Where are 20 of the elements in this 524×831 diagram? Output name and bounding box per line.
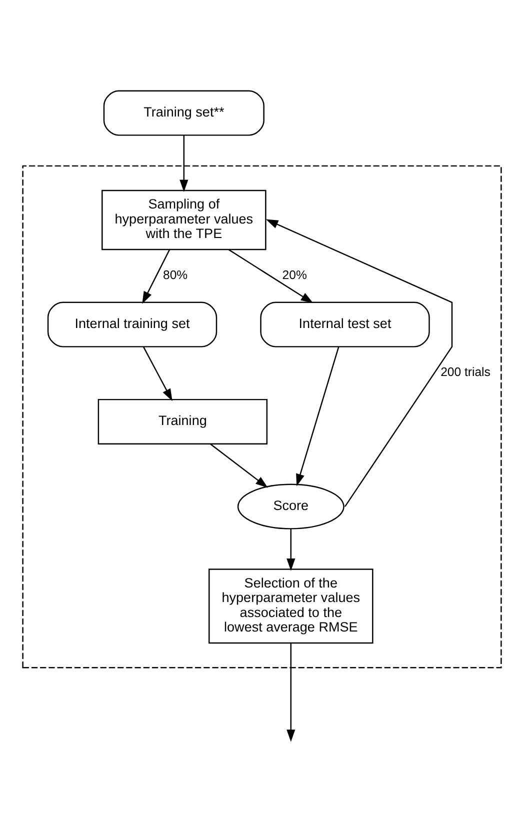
- cluster: [22, 164, 502, 668]
- edge-label: 200 trials: [440, 364, 490, 379]
- arrow: [286, 642, 296, 742]
- arrow: [296, 346, 340, 486]
- node-box: Internal training set: [47, 301, 218, 347]
- node-box: Training: [98, 398, 268, 444]
- arrow: [286, 528, 296, 570]
- arrow: [142, 248, 170, 304]
- node-box: Selection of the hyperparameter values associated to the lowest average RMSE: [208, 568, 374, 644]
- arrow: [266, 218, 453, 506]
- edge-label: 80%: [163, 268, 188, 282]
- arrow: [228, 248, 314, 303]
- arrow: [210, 443, 268, 488]
- edge-label: 20%: [282, 268, 307, 282]
- node-box: Internal test set: [260, 301, 430, 347]
- node-box: Training set**: [103, 90, 264, 136]
- arrow: [142, 346, 172, 401]
- node-box: Sampling of hyperparameter values with the TPE: [102, 189, 266, 250]
- arrow: [180, 134, 188, 192]
- node-ellipse: Score: [237, 483, 344, 529]
